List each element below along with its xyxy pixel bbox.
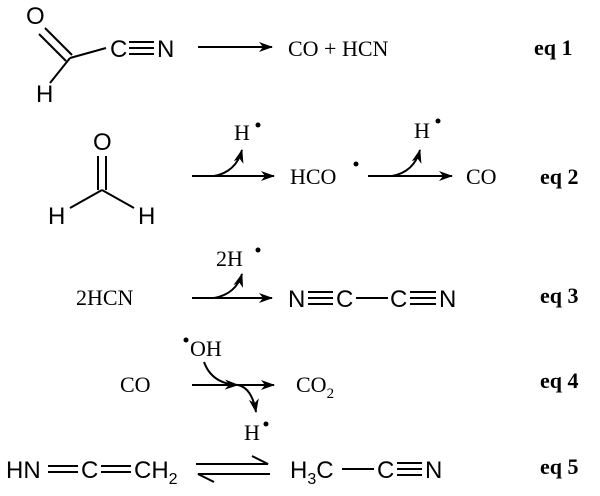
radical-loss-arrow-2a — [213, 149, 244, 177]
bond-CH-left — [69, 189, 103, 209]
bond-CH — [49, 57, 71, 84]
acetonitrile-structure: H3C C N — [290, 457, 442, 488]
group-CH2-main: CH — [134, 457, 169, 484]
radical-loss-arrow-4 — [237, 384, 259, 413]
atom-N2: N — [439, 286, 456, 313]
atom-H: H — [36, 81, 53, 108]
bond-CO-double-a — [44, 27, 73, 56]
atom-N1: N — [288, 286, 305, 313]
atom-C2: C — [390, 286, 407, 313]
radical-loss-arrow-2b — [391, 149, 422, 177]
radical-dot — [255, 247, 261, 253]
formyl-cyanide-structure: O H C N — [26, 3, 174, 108]
equation-2: O H H H HCO H CO eq 2 — [48, 118, 579, 230]
leaving-2H: 2H — [216, 246, 243, 271]
group-CH2-subscript: 2 — [169, 471, 178, 488]
radical-addition-arrow-4 — [203, 361, 239, 390]
leaving-H-4: H — [244, 420, 260, 445]
product-2: CO — [466, 164, 497, 189]
atom-O: O — [93, 129, 112, 156]
atom-HN: HN — [6, 457, 41, 484]
bond-CO-double-b — [38, 33, 67, 62]
atom-O: O — [26, 3, 45, 30]
atom-C1: C — [336, 286, 353, 313]
equation-label-5: eq 5 — [540, 454, 579, 479]
bond-CH-right — [101, 189, 135, 209]
group-H3C-subscript: 3 — [307, 471, 316, 488]
forward-half-arrow — [196, 455, 269, 465]
radical-loss-arrow-3 — [213, 273, 244, 299]
equation-1: O H C N CO + HCN eq 1 — [26, 3, 573, 108]
atom-C: C — [81, 457, 98, 484]
atom-H-left: H — [48, 203, 65, 230]
equation-label-2: eq 2 — [540, 164, 579, 189]
atom-H-right: H — [138, 203, 155, 230]
equation-label-1: eq 1 — [534, 35, 573, 60]
group-H3C-H: H — [290, 457, 307, 484]
equation-label-4: eq 4 — [540, 368, 579, 393]
cyanogen-structure: N C C N — [288, 286, 456, 313]
equation-4: CO OH H CO2 eq 4 — [120, 336, 579, 445]
group-H3C: H3C — [290, 457, 334, 488]
atom-N: N — [425, 457, 442, 484]
adding-OH: OH — [190, 336, 222, 361]
ketenimine-structure: HN C CH2 — [6, 457, 178, 488]
atom-C2: C — [377, 457, 394, 484]
equation-label-3: eq 3 — [540, 283, 579, 308]
radical-dot — [183, 337, 189, 343]
product-4-main: CO — [296, 372, 327, 397]
radical-dot — [353, 161, 359, 167]
atom-N: N — [157, 36, 174, 63]
group-H3C-C: C — [316, 457, 333, 484]
reactant-3: 2HCN — [76, 285, 134, 310]
formaldehyde-structure: O H H — [48, 129, 155, 230]
equation-3: 2HCN 2H N C C N eq 3 — [76, 246, 579, 313]
atom-C: C — [110, 36, 127, 63]
reverse-half-arrow — [197, 473, 270, 483]
radical-dot — [435, 118, 441, 124]
product-1: CO + HCN — [288, 36, 389, 61]
radical-dot — [263, 421, 269, 427]
product-4-subscript: 2 — [327, 386, 335, 402]
bond-CC — [69, 47, 107, 59]
equilibrium-arrows — [196, 455, 270, 483]
group-CH2: CH2 — [134, 457, 178, 488]
intermediate-HCO: HCO — [290, 164, 336, 189]
equation-5: HN C CH2 H3C C N eq 5 — [6, 454, 579, 488]
radical-dot — [255, 122, 261, 128]
product-4: CO2 — [296, 372, 334, 402]
leaving-H-2: H — [414, 118, 430, 143]
reactant-4: CO — [120, 372, 151, 397]
leaving-H-1: H — [234, 120, 250, 145]
